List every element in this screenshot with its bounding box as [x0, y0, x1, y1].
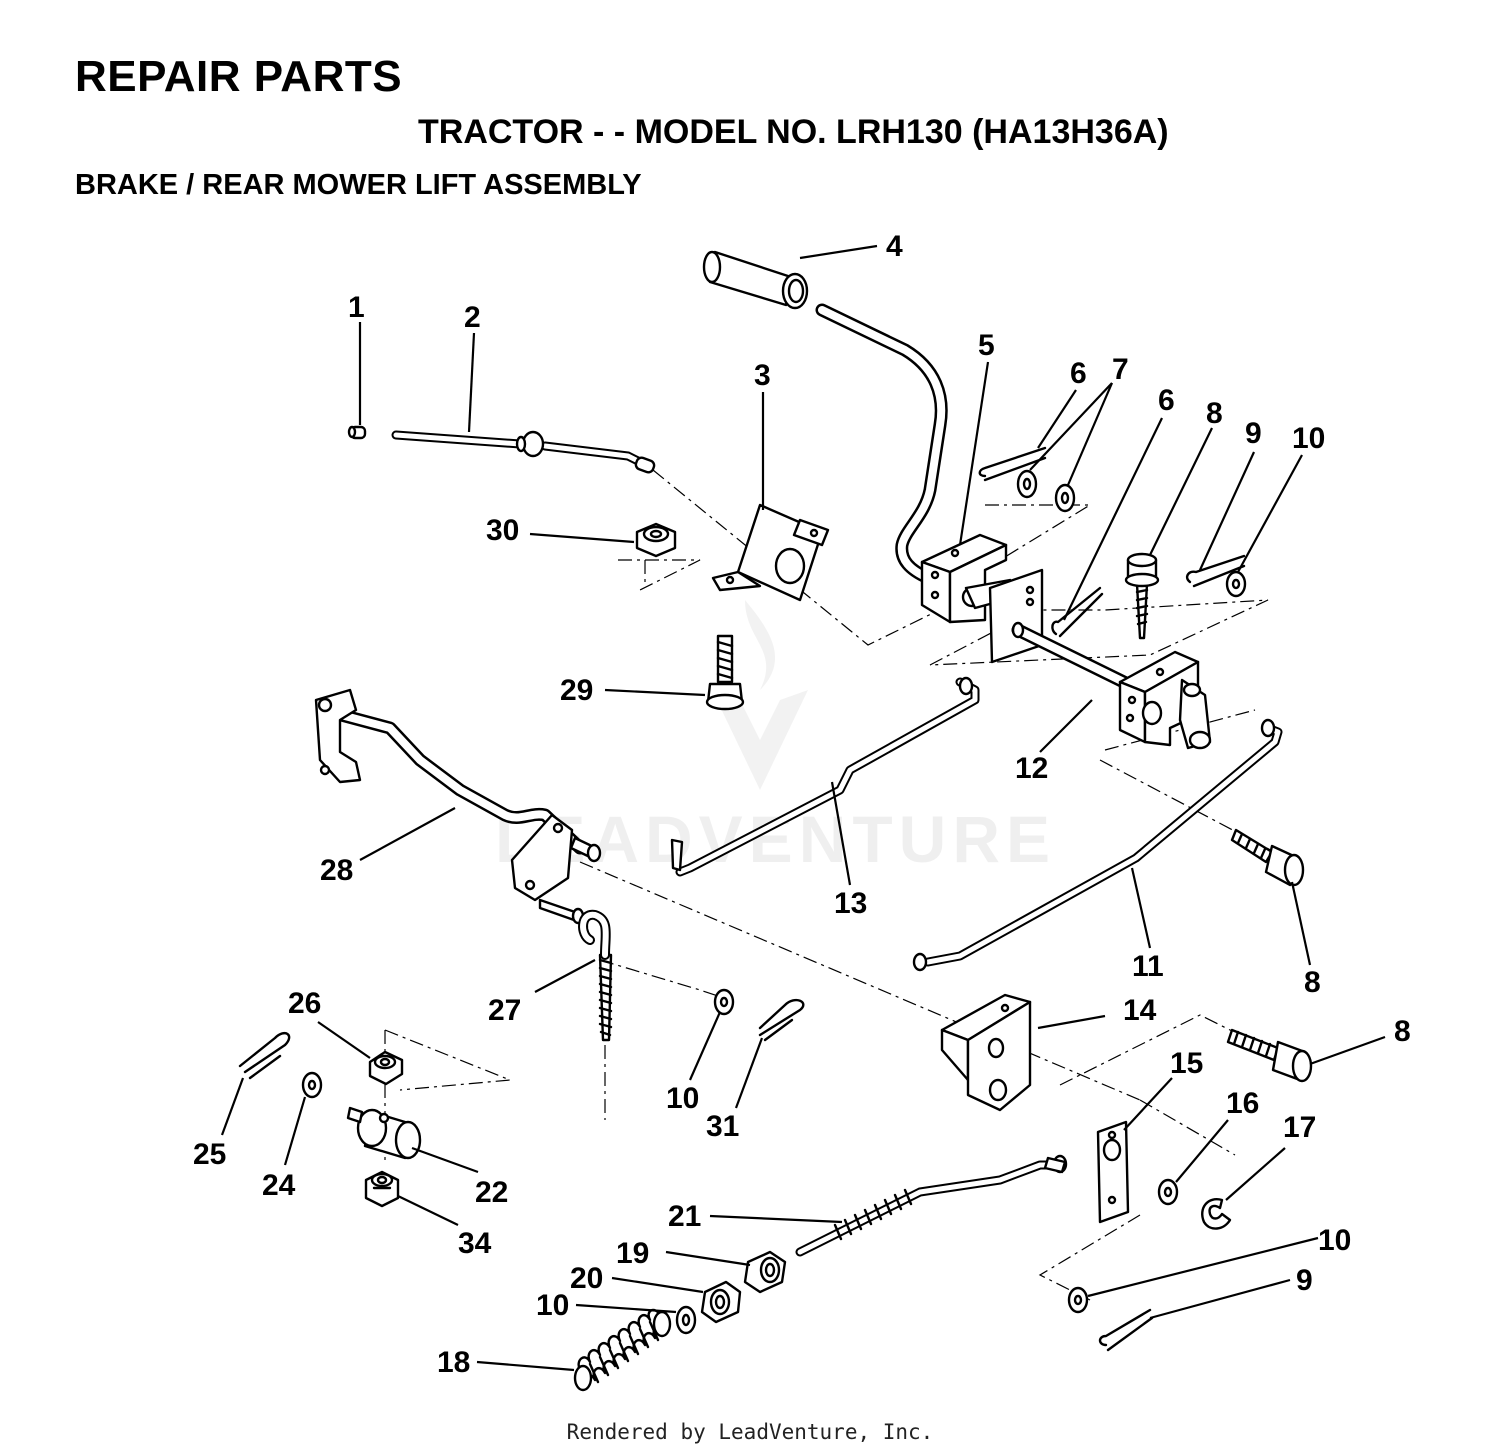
part-28-lift-shaft — [314, 688, 602, 925]
callout-24: 24 — [262, 1169, 296, 1202]
callout-5: 5 — [978, 329, 995, 362]
callout-10c: 10 — [1318, 1224, 1351, 1257]
callout-8c: 8 — [1394, 1015, 1411, 1048]
part-12-shaft — [1011, 621, 1212, 750]
callout-2: 2 — [464, 301, 481, 334]
callout-6b: 6 — [1158, 384, 1175, 417]
part-7-washer — [1016, 469, 1076, 513]
callout-12: 12 — [1015, 752, 1048, 785]
part-2-brake-rod — [391, 430, 656, 474]
part-15-plate — [1096, 1120, 1130, 1224]
part-4-handle-grip — [702, 250, 809, 310]
callout-3: 3 — [754, 359, 771, 392]
callout-15: 15 — [1170, 1047, 1203, 1080]
callout-28: 28 — [320, 854, 353, 887]
callout-16: 16 — [1226, 1087, 1259, 1120]
part-29-bolt — [705, 634, 745, 711]
part-18-spring — [573, 1308, 672, 1392]
assembly-heading: BRAKE / REAR MOWER LIFT ASSEMBLY — [75, 169, 642, 201]
part-1-pin — [347, 425, 367, 440]
callout-14: 14 — [1123, 994, 1157, 1027]
callout-10: 10 — [1292, 422, 1325, 455]
part-22-swivel — [346, 1106, 422, 1160]
part-8-bolt-vertical — [1124, 552, 1160, 640]
part-10-washer-c — [675, 1305, 697, 1335]
callout-10b: 10 — [666, 1082, 699, 1115]
callout-9b: 9 — [1296, 1264, 1313, 1297]
callout-26: 26 — [288, 987, 321, 1020]
callout-19: 19 — [616, 1237, 649, 1270]
part-34-lock-nut — [364, 1170, 400, 1208]
part-14-bracket — [940, 993, 1032, 1112]
callout-13: 13 — [834, 887, 867, 920]
footer-credit: Rendered by LeadVenture, Inc. — [566, 1420, 934, 1444]
callout-34: 34 — [458, 1227, 492, 1260]
callout-18: 18 — [437, 1346, 470, 1379]
part-27-eye-bolt — [578, 909, 613, 1042]
callout-29: 29 — [560, 674, 593, 707]
part-10-washer — [1225, 570, 1247, 598]
part-31-hairpin — [758, 998, 805, 1042]
part-6-cotter-pin-b — [1051, 586, 1104, 638]
part-8-bolt-right — [1230, 828, 1305, 887]
callout-10d: 10 — [536, 1289, 569, 1322]
part-11-long-link — [912, 718, 1283, 972]
callout-27: 27 — [488, 994, 521, 1027]
callout-21: 21 — [668, 1200, 701, 1233]
part-24-washer — [301, 1071, 323, 1099]
callout-22: 22 — [475, 1176, 508, 1209]
part-26-nut — [368, 1050, 404, 1086]
callout-20: 20 — [570, 1262, 603, 1295]
callout-4: 4 — [886, 230, 903, 263]
part-6-cotter-pin — [978, 446, 1047, 482]
part-10-washer-d — [1067, 1286, 1089, 1314]
callout-31: 31 — [706, 1110, 739, 1143]
callout-6: 6 — [1070, 357, 1087, 390]
watermark: LEADVENTURE — [495, 600, 1056, 876]
model-number-heading: TRACTOR - - MODEL NO. LRH130 (HA13H36A) — [418, 113, 1169, 151]
part-19-nut — [743, 1250, 787, 1294]
callout-25: 25 — [193, 1138, 226, 1171]
part-30-nut — [635, 522, 677, 558]
part-25-hairpin — [238, 1031, 291, 1080]
callout-17: 17 — [1283, 1111, 1316, 1144]
callout-7: 7 — [1112, 353, 1129, 386]
part-9-cotter-pin — [1185, 554, 1246, 588]
part-17-e-clip — [1201, 1198, 1232, 1230]
page-title: REPAIR PARTS — [75, 52, 403, 101]
callout-8b: 8 — [1304, 966, 1321, 999]
part-16-washer — [1157, 1178, 1179, 1206]
callout-1: 1 — [348, 291, 365, 324]
part-10-washer-b — [713, 988, 735, 1016]
part-20-nut — [700, 1280, 742, 1324]
part-13-lift-link — [670, 676, 980, 877]
callout-9: 9 — [1245, 417, 1262, 450]
watermark-text: LEADVENTURE — [495, 802, 1056, 876]
part-3-bracket — [711, 503, 830, 602]
part-9-cotter-pin-b — [1098, 1308, 1154, 1352]
part-8-bolt-lower — [1226, 1028, 1313, 1083]
callout-30: 30 — [486, 514, 519, 547]
leader-lines — [220, 244, 1386, 1372]
callout-11: 11 — [1132, 950, 1164, 983]
callout-8: 8 — [1206, 397, 1223, 430]
part-21-brake-rod — [795, 1154, 1068, 1257]
callout-labels: 1 2 3 4 5 6 7 6 8 9 10 30 29 12 28 13 11… — [193, 230, 1411, 1379]
part-5-lift-lever — [815, 303, 1044, 664]
